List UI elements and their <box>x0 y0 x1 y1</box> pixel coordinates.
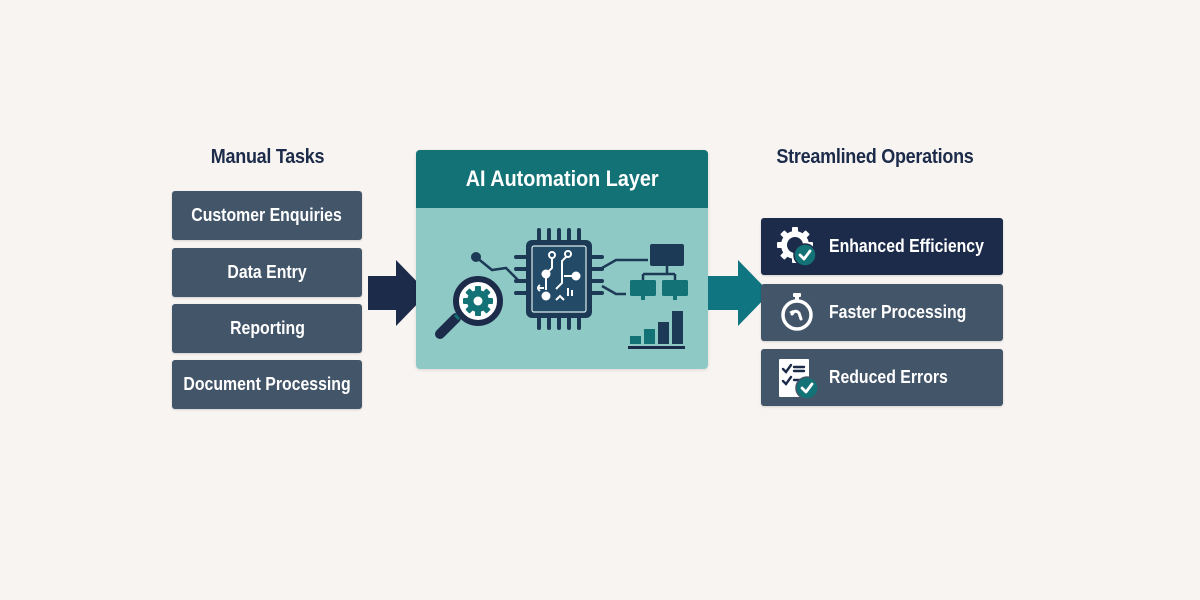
network-hierarchy-icon <box>630 244 688 300</box>
bar-chart-icon <box>628 311 685 349</box>
center-header: AI Automation Layer <box>416 150 708 208</box>
outcome-enhanced-efficiency: Enhanced Efficiency <box>761 218 1003 275</box>
circuit-trace-icon <box>471 252 519 281</box>
center-illustration <box>435 228 688 349</box>
center-title: AI Automation Layer <box>465 166 659 191</box>
ai-automation-layer: AI Automation Layer <box>416 150 708 369</box>
streamlined-operations-title: Streamlined Operations <box>776 146 974 168</box>
task-label: Data Entry <box>227 262 307 282</box>
magnifier-gear-icon <box>435 276 503 339</box>
stopwatch-icon <box>781 292 813 331</box>
circuit-chip-icon <box>514 228 604 330</box>
outcome-label: Enhanced Efficiency <box>829 236 984 256</box>
outcome-label: Faster Processing <box>829 302 967 322</box>
task-label: Document Processing <box>183 374 351 394</box>
arrow-right-icon <box>708 260 770 326</box>
outcome-faster-processing: Faster Processing <box>761 284 1003 341</box>
task-customer-enquiries: Customer Enquiries <box>172 191 362 240</box>
manual-tasks-title: Manual Tasks <box>210 146 325 168</box>
arrow-right-icon <box>368 260 428 326</box>
gear-check-icon <box>777 226 817 267</box>
task-label: Reporting <box>229 318 305 338</box>
outcome-reduced-errors: Reduced Errors <box>761 349 1003 406</box>
checklist-check-icon <box>779 358 819 400</box>
task-reporting: Reporting <box>172 304 362 353</box>
task-label: Customer Enquiries <box>191 205 343 225</box>
circuit-trace-icon <box>601 258 648 296</box>
task-data-entry: Data Entry <box>172 248 362 297</box>
outcome-label: Reduced Errors <box>829 367 948 387</box>
task-document-processing: Document Processing <box>172 360 362 409</box>
